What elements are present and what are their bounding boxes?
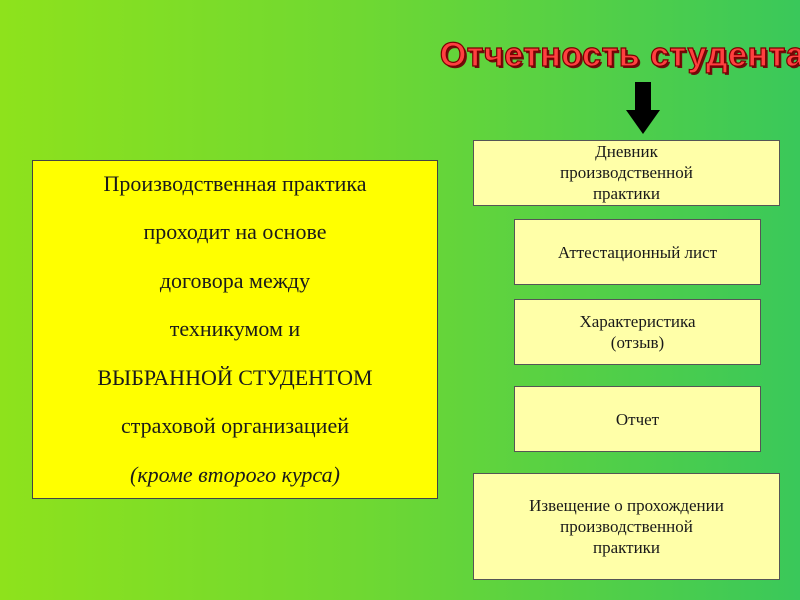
slide-title: Отчетность студента [439,35,800,74]
doc-box-notice: Извещение о прохождении производственной… [473,473,780,580]
main-text-line: Производственная практика [103,170,367,196]
doc-box-attestation: Аттестационный лист [514,219,761,285]
doc-box-label: Отчет [615,409,660,429]
doc-box-diary: Дневник производственной практики [473,140,780,206]
main-text-note: (кроме второго курса) [130,461,340,487]
main-text-line: проходит на основе [143,219,327,245]
doc-box-report: Отчет [514,386,761,452]
doc-box-label: Дневник производственной практики [560,142,693,203]
main-text-line: страховой организацией [121,413,349,439]
main-text-line: техникумом и [169,316,301,342]
doc-box-label: Аттестационный лист [557,242,718,262]
main-text-line: договора между [159,267,311,293]
down-arrow-icon [626,82,660,134]
doc-box-characteristic: Характеристика (отзыв) [514,299,761,365]
main-text-box: Производственная практика проходит на ос… [32,160,438,499]
doc-box-label: Характеристика (отзыв) [579,312,696,352]
main-text-line: ВЫБРАННОЙ СТУДЕНТОМ [97,364,373,390]
doc-box-label: Извещение о прохождении производственной… [529,496,724,557]
